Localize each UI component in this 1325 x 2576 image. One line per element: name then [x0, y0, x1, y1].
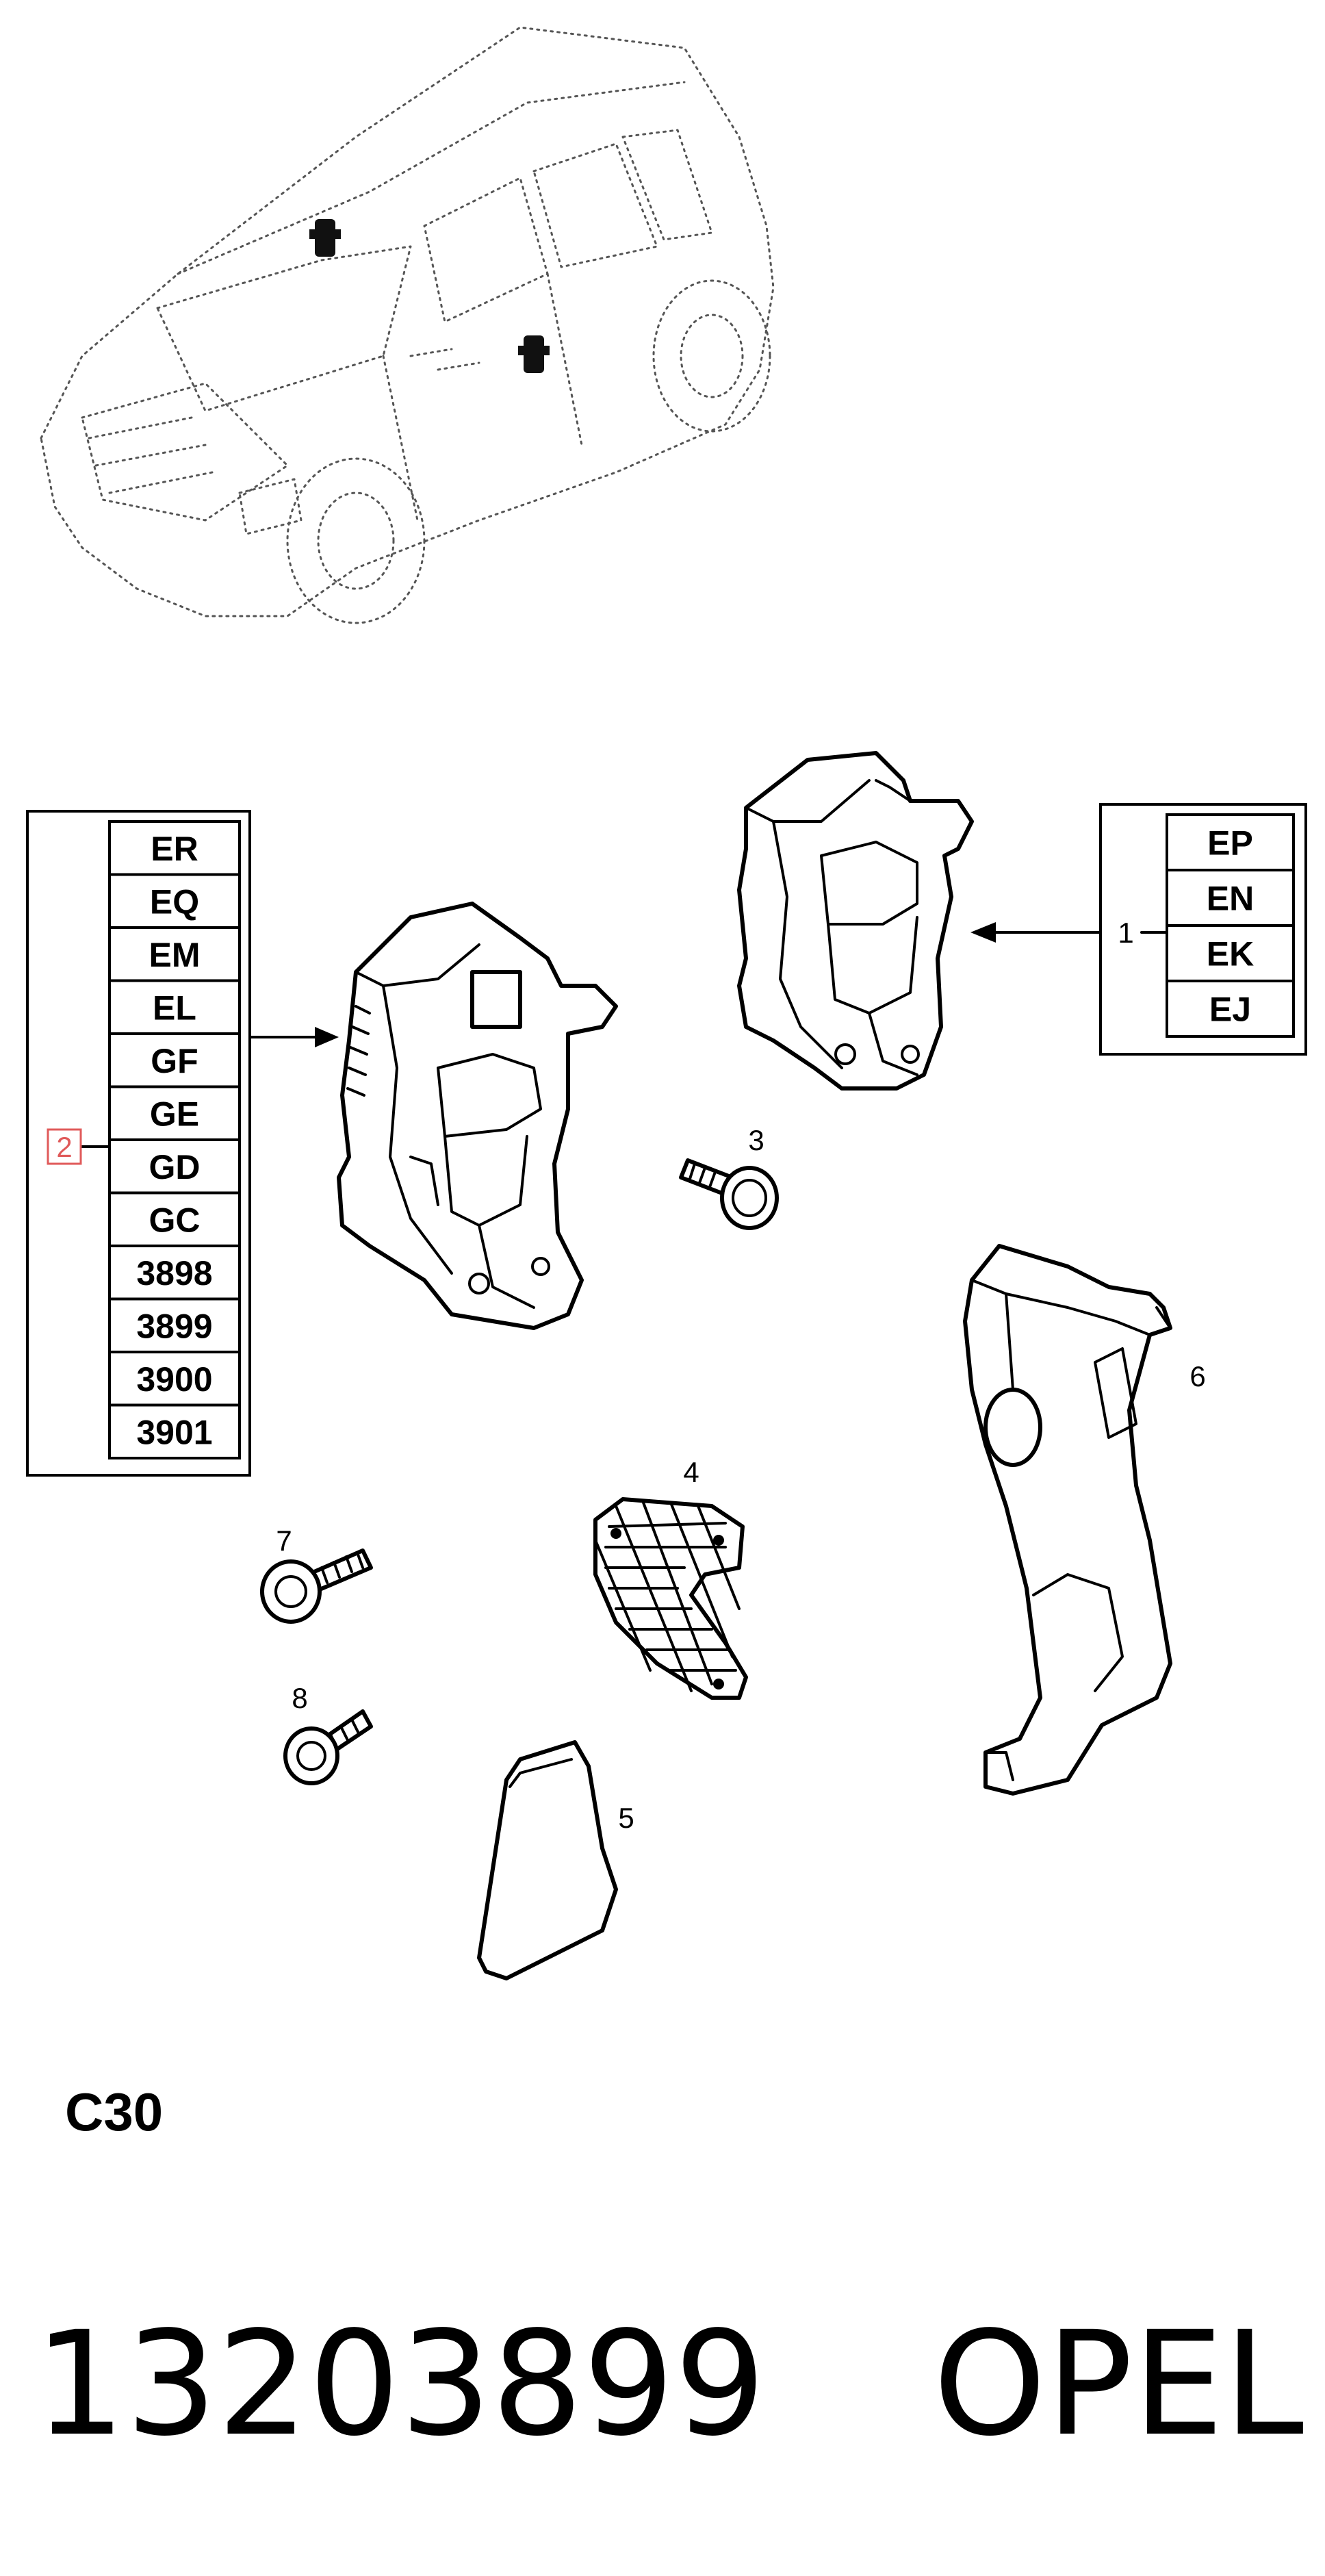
left-table-code: EM — [149, 936, 201, 974]
callout-2-box — [47, 1128, 82, 1165]
callout-4: 4 — [683, 1456, 699, 1488]
part-4-seal: 4 — [593, 1456, 748, 1700]
left-table-code: 3900 — [136, 1360, 212, 1399]
left-table-code: 3899 — [136, 1307, 212, 1345]
part-8-bolt: 8 — [283, 1682, 373, 1785]
right-table-cell — [1166, 924, 1295, 982]
left-table-code: EL — [153, 989, 196, 1027]
left-table-cell — [108, 873, 241, 929]
callout-5: 5 — [618, 1802, 634, 1834]
part-1-lock-right — [737, 751, 974, 1091]
part-3-screw: 3 — [679, 1124, 779, 1230]
part-7-bolt: 7 — [260, 1525, 373, 1624]
right-table-code: EJ — [1209, 991, 1251, 1029]
left-code-table: ER EQ EM EL GF GE GD GC 3898 3899 3900 3901 2 — [26, 810, 339, 1477]
connector-housing — [470, 970, 522, 1029]
left-table-cell — [108, 1191, 241, 1247]
callout-2: 2 — [56, 1131, 72, 1163]
left-table-cell — [108, 820, 241, 876]
left-table-code: EQ — [150, 882, 199, 921]
part-number: 13203899 — [34, 2300, 766, 2468]
callout-8: 8 — [292, 1682, 307, 1714]
part-2-lock-left — [337, 902, 618, 1330]
left-table-code: GC — [149, 1201, 201, 1239]
left-table-code: 3901 — [136, 1413, 212, 1451]
callout-7: 7 — [276, 1525, 292, 1557]
left-table-cell — [108, 1032, 241, 1088]
left-table-cell — [108, 1403, 241, 1459]
left-table-code: 3898 — [136, 1254, 212, 1292]
left-table-cell — [108, 1297, 241, 1353]
section-code: C30 — [65, 2082, 163, 2142]
right-code-table: EP EN EK EJ 1 — [970, 803, 1307, 1056]
part-6-bracket: 6 — [963, 1244, 1206, 1796]
arrow-head-1 — [970, 922, 996, 943]
vehicle-outline — [40, 26, 775, 624]
left-table-cell — [108, 926, 241, 982]
brand-name: OPEL — [933, 2300, 1304, 2468]
part-5-cover: 5 — [477, 1740, 634, 1980]
lock-location-marker-side — [518, 335, 550, 373]
left-table-code: GD — [149, 1148, 201, 1186]
lock-location-marker-front — [309, 219, 341, 257]
callout-1: 1 — [1118, 917, 1133, 949]
left-table-code: ER — [151, 830, 198, 868]
left-table-cell — [108, 1351, 241, 1407]
arrow-head-2 — [315, 1027, 339, 1047]
left-table-code: GE — [150, 1095, 199, 1133]
right-table-code: EP — [1207, 824, 1253, 863]
right-table-code: EN — [1207, 880, 1254, 918]
right-table-cell — [1166, 869, 1295, 927]
left-table-code: GF — [151, 1042, 198, 1080]
callout-3: 3 — [748, 1124, 764, 1156]
callout-6: 6 — [1189, 1360, 1205, 1392]
right-table-cell — [1166, 980, 1295, 1038]
right-table-code: EK — [1207, 935, 1254, 973]
